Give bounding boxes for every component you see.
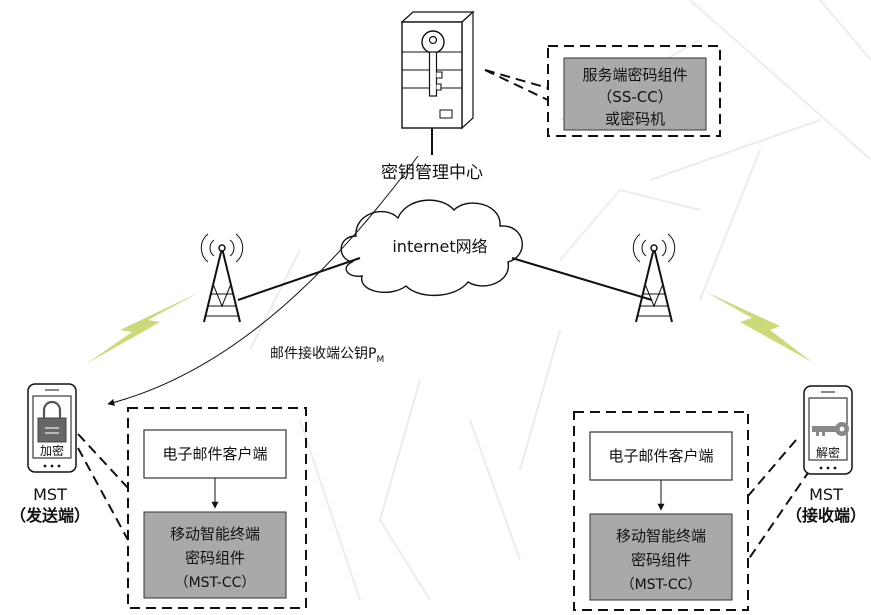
sender-crypto-line1: 移动智能终端 xyxy=(170,525,260,543)
sscc-callout-pointer-lower xyxy=(484,69,549,89)
receiver-role: （接收端） xyxy=(786,506,866,525)
sscc-line1: 服务端密码组件 xyxy=(582,66,687,84)
sender-email-client-box xyxy=(143,429,287,479)
receiver-title: MST xyxy=(809,485,843,504)
sender-signal-bolt xyxy=(86,292,200,364)
receiver-phone-label: 解密 xyxy=(816,445,840,460)
receiver-signal-bolt xyxy=(706,292,812,362)
pubkey-label: 邮件接收端公钥PM xyxy=(270,345,384,365)
sender-crypto-line2: 密码组件 xyxy=(185,549,245,567)
receiver-email-client-label: 电子邮件客户端 xyxy=(608,447,713,465)
sender-tower-link xyxy=(237,257,361,301)
sender-callout-pointer-upper xyxy=(77,433,129,489)
server-icon xyxy=(400,10,475,130)
sender-role: （发送端） xyxy=(10,506,90,525)
receiver-tower-link xyxy=(511,257,653,301)
sender-crypto-box xyxy=(143,511,287,599)
receiver-email-client-box xyxy=(589,431,733,481)
receiver-antenna-icon xyxy=(632,233,676,323)
sender-callout-pointer-lower xyxy=(77,447,129,541)
network-label: internet网络 xyxy=(392,237,487,256)
sscc-line3: 或密码机 xyxy=(605,110,665,128)
receiver-crypto-box xyxy=(589,513,733,601)
sender-component-frame xyxy=(127,407,307,609)
lock-icon xyxy=(37,400,67,443)
receiver-component-frame xyxy=(573,411,749,611)
sender-email-client-label: 电子邮件客户端 xyxy=(162,445,267,463)
sscc-callout-pointer-upper xyxy=(484,69,549,101)
public-key-arrow xyxy=(107,155,419,406)
sender-antenna-icon xyxy=(200,233,244,323)
receiver-callout-pointer-lower xyxy=(747,469,811,561)
cloud-icon xyxy=(340,199,523,297)
receiver-crypto-line1: 移动智能终端 xyxy=(616,527,706,545)
key-icon xyxy=(421,30,445,97)
receiver-crypto-line3: （MST-CC） xyxy=(621,577,702,593)
sscc-callout-frame xyxy=(547,45,721,137)
background-watermark xyxy=(249,0,871,601)
sender-crypto-line3: （MST-CC） xyxy=(175,575,256,591)
sscc-line2: （SS-CC） xyxy=(597,88,672,106)
receiver-crypto-line2: 密码组件 xyxy=(631,551,691,569)
key-icon xyxy=(812,422,849,436)
sender-title: MST xyxy=(33,485,67,504)
receiver-callout-pointer-upper xyxy=(747,439,797,497)
sender-phone-icon xyxy=(27,383,77,473)
receiver-phone-icon xyxy=(803,385,853,475)
sender-phone-label: 加密 xyxy=(40,443,64,458)
kmc-label: 密钥管理中心 xyxy=(381,163,483,183)
sscc-box xyxy=(563,57,707,131)
